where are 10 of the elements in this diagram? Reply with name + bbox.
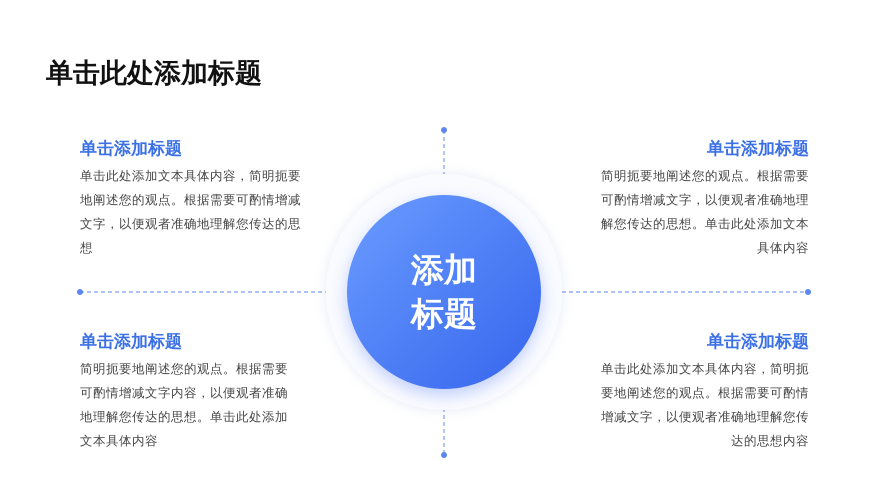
body-text: 单击此处添加文本具体内容，简明扼要地阐述您的观点。根据需要可酌情增减文字，以便观者准确地理解您传达的思想 <box>80 167 302 257</box>
body-text: 简明扼要地阐述您的观点。根据需要可酌情增减文字内容，以便观者准确地理解您传达的思想。单击此处添加文本具体内容 <box>80 360 289 450</box>
body-text: 简明扼要地阐述您的观点。根据需要可酌情增减文字，以便观者准确地理解您传达的思想。单击此处添加文本具体内容 <box>601 167 809 257</box>
block-heading: 单击添加标题 <box>706 138 809 160</box>
body-text: 单击此处添加文本具体内容，简明扼要地阐述您的观点。根据需要可酌情增减文字，以便观者准确地理解您传达的思想内容 <box>601 360 809 450</box>
block-heading: 单击添加标题 <box>80 138 183 160</box>
slide-title: 单击此处添加标题 <box>46 57 262 91</box>
block-heading: 单击添加标题 <box>80 331 183 353</box>
circle-label: 添加标题 <box>409 249 478 335</box>
block-heading: 单击添加标题 <box>706 331 809 353</box>
